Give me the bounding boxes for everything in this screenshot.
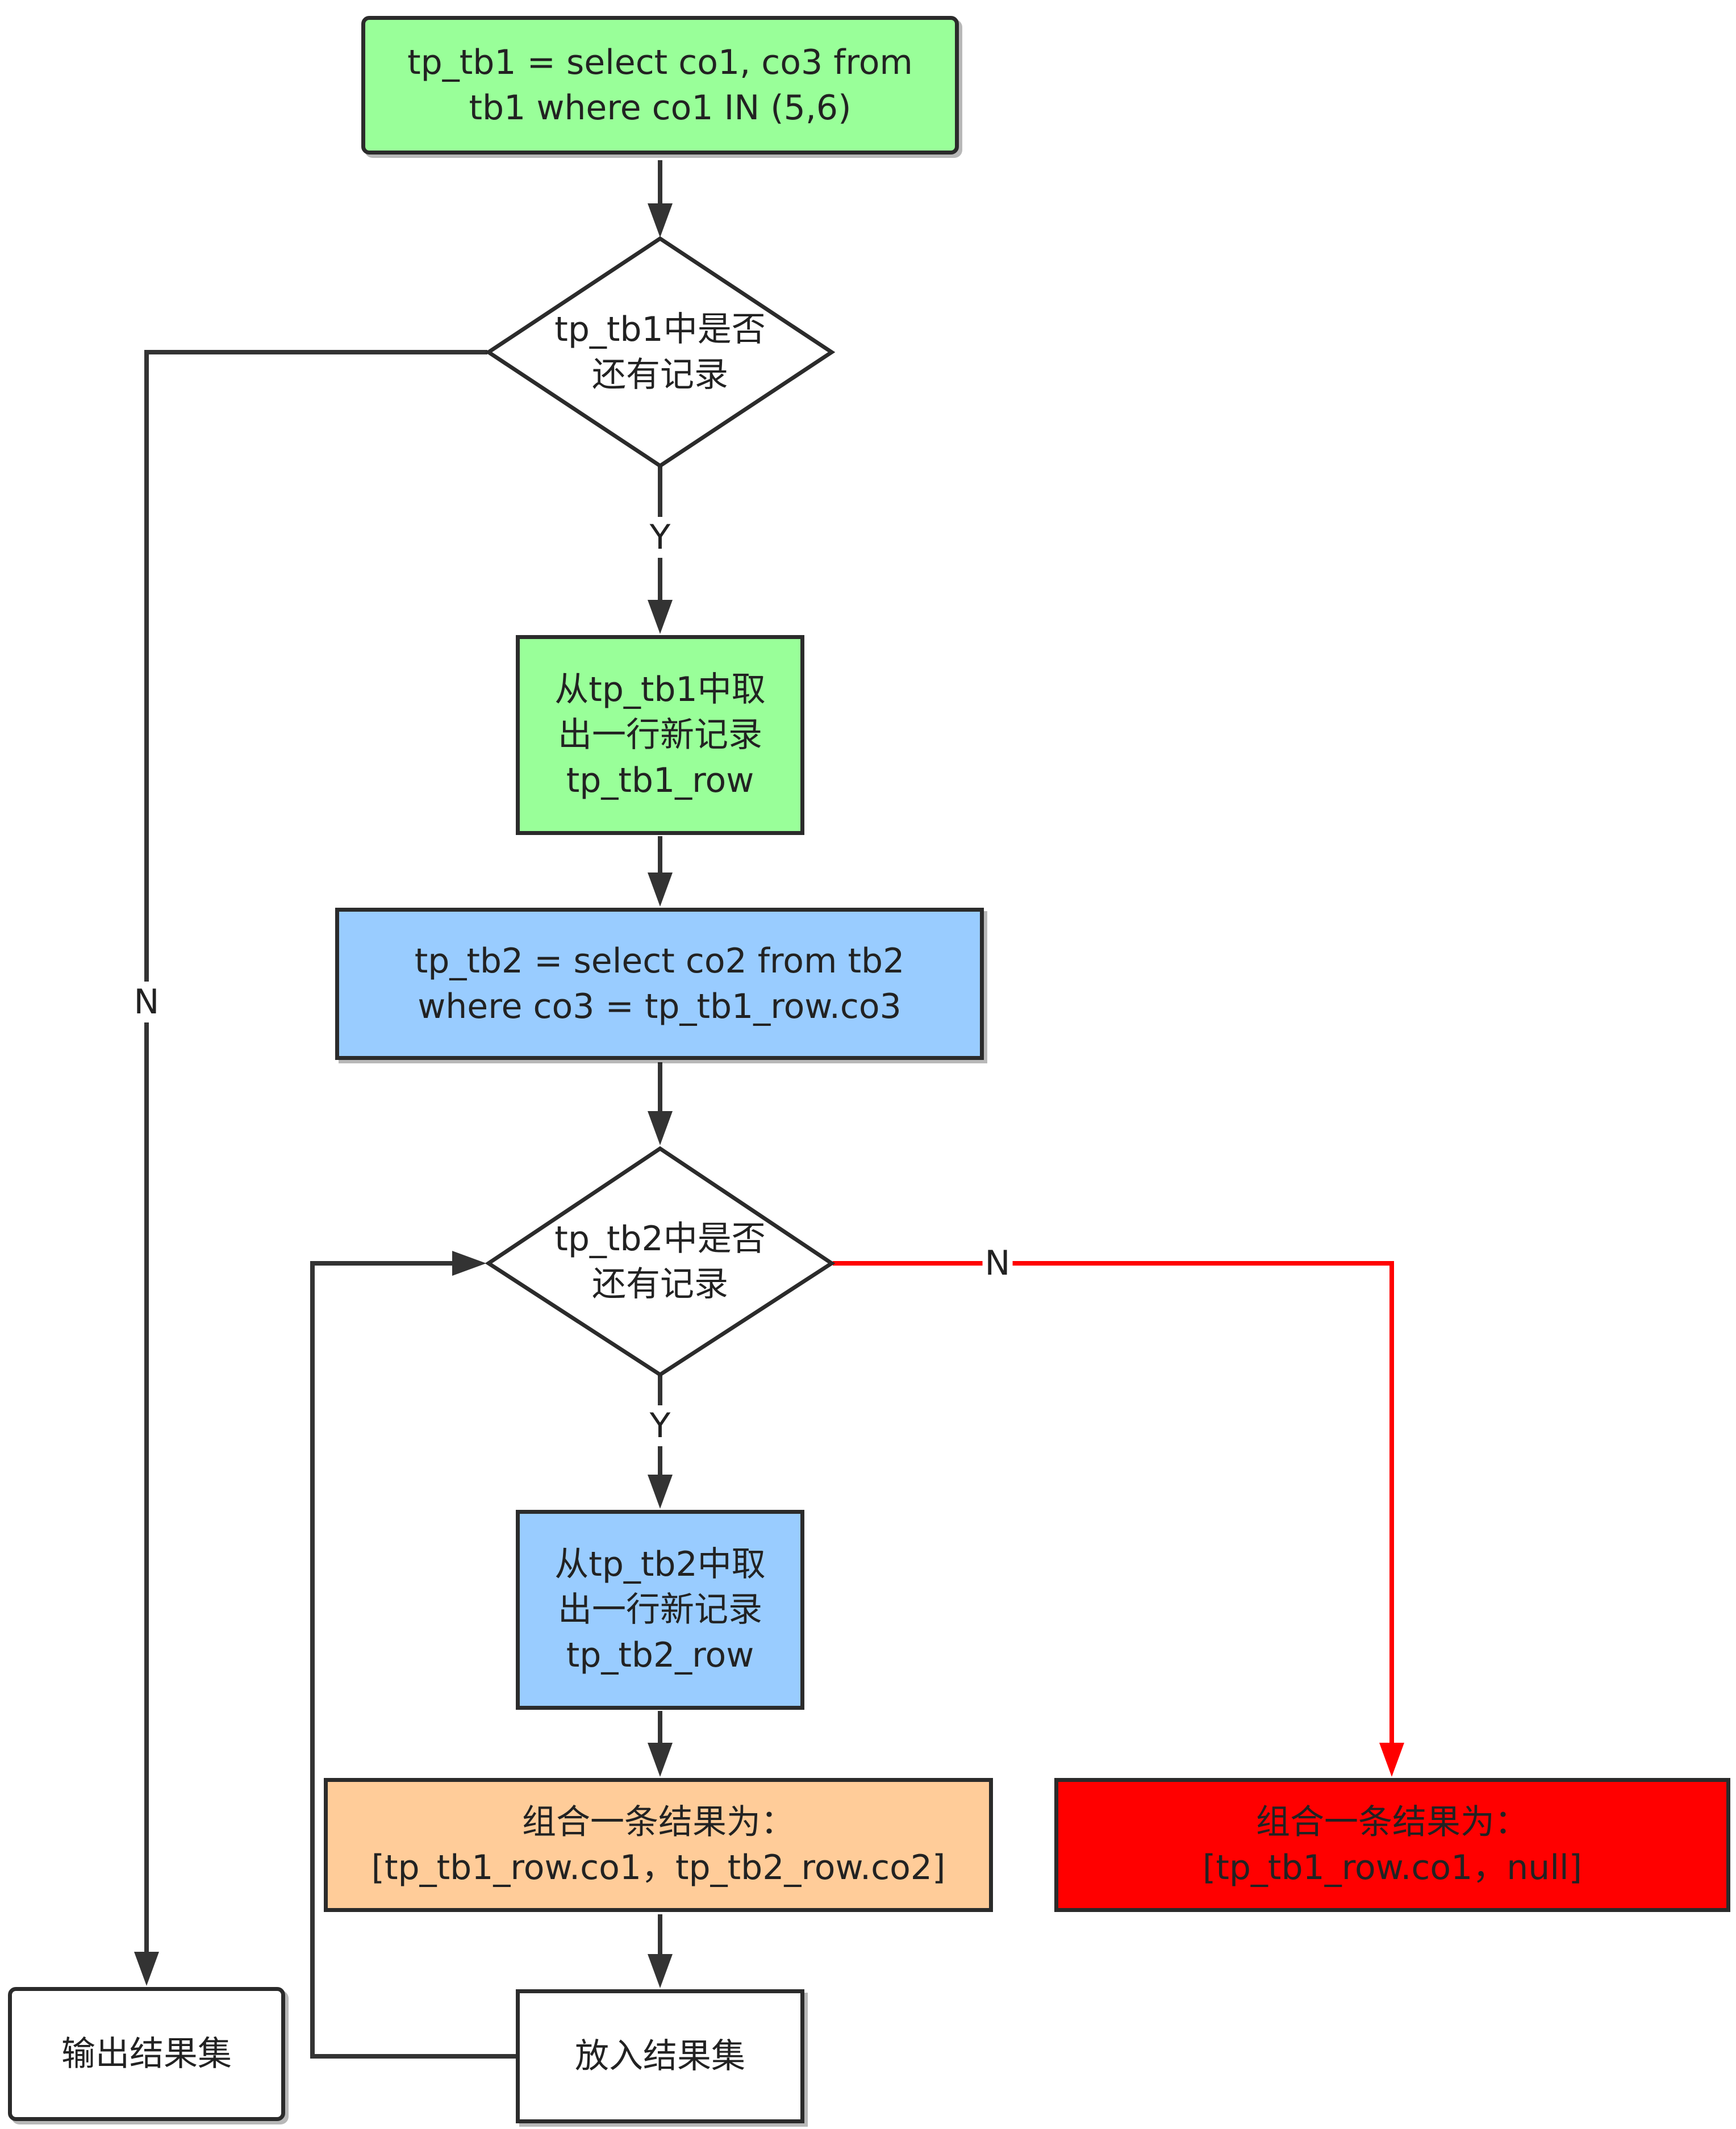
check-tb1-line-1: tp_tb1中是否	[554, 310, 766, 349]
decision-check-tb2-label: tp_tb2中是否 还有记录	[489, 1149, 832, 1375]
arrowhead-fetch-tb1-to-query-tb2	[648, 873, 673, 907]
arrowhead-check-tb2-no	[1379, 1743, 1404, 1777]
put-result-set-box: 放入结果集	[516, 1989, 804, 2123]
decision-check-tb1-shape	[485, 236, 836, 469]
output-line-1: 输出结果集	[61, 2034, 232, 2074]
check-tb1-line-2: 还有记录	[592, 355, 728, 395]
edge-check-tb1-no	[144, 350, 487, 1954]
arrowhead-put-result-loop	[452, 1251, 486, 1276]
check-tb2-line-1: tp_tb2中是否	[554, 1219, 766, 1259]
start-line-1: tp_tb1 = select co1, co3 from	[407, 43, 913, 82]
edge-check-tb2-no	[833, 1261, 1394, 1745]
arrowhead-fetch-tb2-to-combine	[648, 1743, 673, 1777]
output-result-set-box: 输出结果集	[8, 1987, 285, 2121]
combine-null-process-box: 组合一条结果为： [tp_tb1_row.co1，null]	[1054, 1778, 1730, 1912]
fetch-tb2-line-2: 出一行新记录	[558, 1590, 762, 1630]
query-tb2-line-1: tp_tb2 = select co2 from tb2	[414, 941, 905, 981]
put-result-line-1: 放入结果集	[575, 2036, 745, 2076]
query-tb2-line-2: where co3 = tp_tb1_row.co3	[418, 987, 902, 1026]
edge-put-result-loop	[310, 1261, 516, 2059]
fetch-tb1-line-1: 从tp_tb1中取	[554, 670, 766, 709]
fetch-tb2-line-1: 从tp_tb2中取	[554, 1544, 766, 1584]
arrowhead-combine-to-put-result	[648, 1954, 673, 1988]
fetch-tb2-line-3: tp_tb2_row	[566, 1635, 754, 1675]
edge-label-tb2-no: N	[982, 1243, 1013, 1284]
arrowhead-check-tb2-yes	[648, 1475, 673, 1509]
fetch-tb1-line-3: tp_tb1_row	[566, 761, 754, 800]
arrowhead-check-tb1-yes	[648, 600, 673, 634]
query-tb2-process-box: tp_tb2 = select co2 from tb2 where co3 =…	[335, 908, 984, 1060]
edge-label-tb2-yes: Y	[647, 1405, 673, 1446]
combine-null-line-1: 组合一条结果为：	[1256, 1802, 1529, 1842]
combine-match-line-1: 组合一条结果为：	[522, 1802, 795, 1842]
fetch-tb2-process-box: 从tp_tb2中取 出一行新记录 tp_tb2_row	[516, 1510, 804, 1710]
edge-label-tb1-yes: Y	[647, 517, 673, 558]
decision-check-tb2-shape	[485, 1146, 836, 1377]
arrowhead-start-to-check-tb1	[648, 203, 673, 237]
start-process-box: tp_tb1 = select co1, co3 from tb1 where …	[361, 16, 959, 155]
combine-null-line-2: [tp_tb1_row.co1，null]	[1202, 1848, 1583, 1888]
check-tb2-line-2: 还有记录	[592, 1264, 728, 1304]
edge-label-tb1-no: N	[131, 982, 162, 1022]
decision-check-tb1-label: tp_tb1中是否 还有记录	[489, 239, 832, 466]
arrowhead-query-tb2-to-check-tb2	[648, 1111, 673, 1145]
arrowhead-check-tb1-no	[134, 1952, 159, 1986]
fetch-tb1-process-box: 从tp_tb1中取 出一行新记录 tp_tb1_row	[516, 635, 804, 835]
combine-match-line-2: [tp_tb1_row.co1，tp_tb2_row.co2]	[371, 1848, 946, 1888]
fetch-tb1-line-2: 出一行新记录	[558, 715, 762, 755]
combine-match-process-box: 组合一条结果为： [tp_tb1_row.co1，tp_tb2_row.co2]	[324, 1778, 993, 1912]
start-line-2: tb1 where co1 IN (5,6)	[469, 88, 852, 128]
